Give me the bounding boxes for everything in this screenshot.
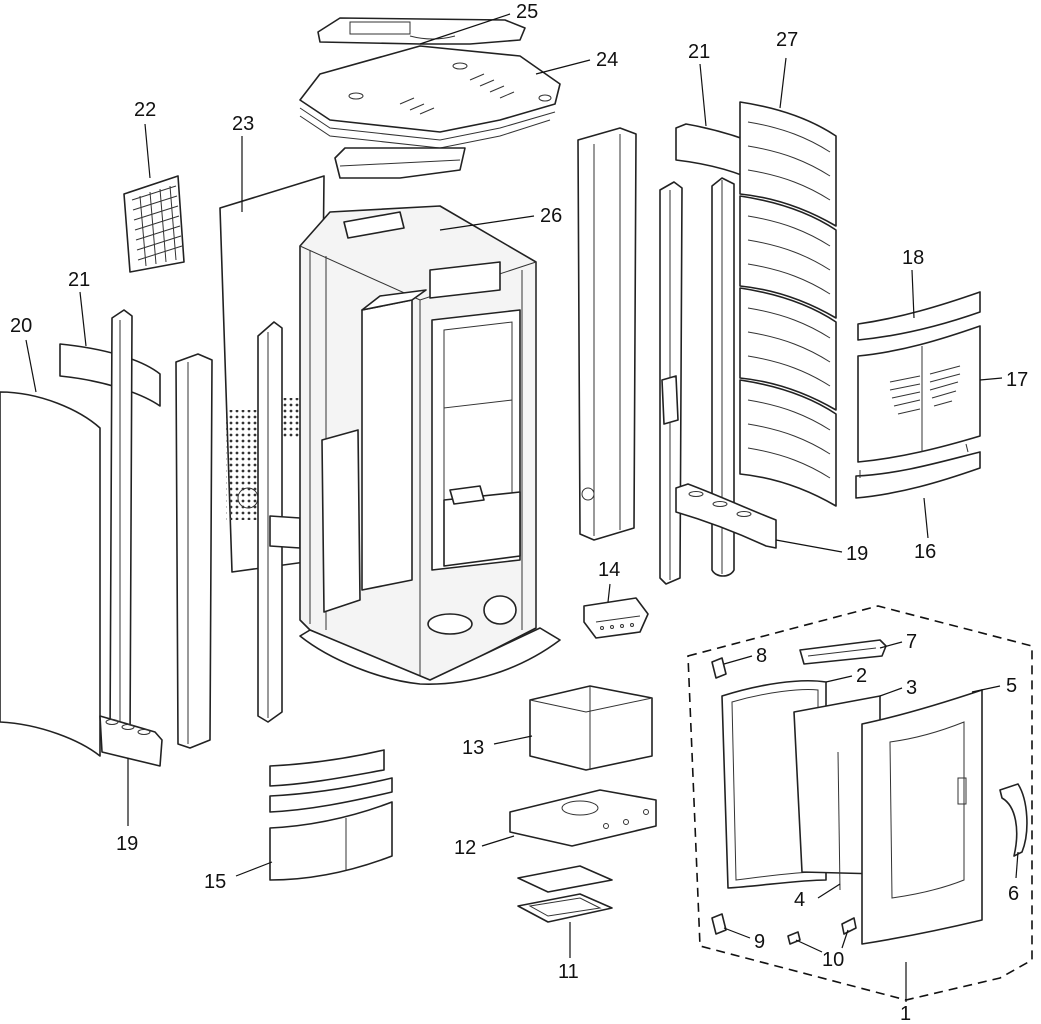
part-11-gasket-plates xyxy=(517,865,613,923)
callout-9: 9 xyxy=(754,931,765,953)
part-25-top-lid xyxy=(317,17,526,45)
left-inner-rail xyxy=(257,321,301,723)
callout-16: 16 xyxy=(914,541,936,563)
part-14-ash-drawer xyxy=(583,597,649,639)
callout-11: 11 xyxy=(558,961,579,983)
part-4-glass-strip xyxy=(837,751,841,891)
part-27-louvre-panels xyxy=(739,101,837,507)
part-22-grille-panel xyxy=(123,175,185,273)
callout-6: 6 xyxy=(1008,883,1019,905)
callout-21-left: 21 xyxy=(68,269,90,291)
callout-15: 15 xyxy=(204,871,226,893)
part-9-lower-hinge xyxy=(711,913,727,935)
part-16-lower-trim xyxy=(855,443,981,499)
part-10-door-clips xyxy=(787,917,857,945)
part-12-tray xyxy=(509,789,657,847)
callout-13: 13 xyxy=(462,737,484,759)
callout-27: 27 xyxy=(776,29,798,51)
part-1-door-assembly-boundary xyxy=(687,605,1033,1001)
left-front-column xyxy=(175,353,213,749)
callout-26: 26 xyxy=(540,205,562,227)
callout-24: 24 xyxy=(596,49,618,71)
part-6-door-handle xyxy=(999,783,1028,857)
part-20-left-side-panel xyxy=(0,391,101,757)
main-stove-body xyxy=(299,205,561,685)
right-center-column xyxy=(577,127,637,541)
callout-2: 2 xyxy=(856,665,867,687)
callout-23: 23 xyxy=(232,113,254,135)
callout-1: 1 xyxy=(900,1003,911,1024)
callout-22: 22 xyxy=(134,99,156,121)
part-17-front-grille-cover xyxy=(857,325,981,463)
part-19-right-base-bracket xyxy=(675,483,777,549)
part-18-upper-trim xyxy=(857,291,981,341)
part-15-lower-front-trims xyxy=(269,749,393,881)
callout-7: 7 xyxy=(906,631,917,653)
left-tall-channel xyxy=(109,309,133,749)
callout-20: 20 xyxy=(10,315,32,337)
callout-5: 5 xyxy=(1006,675,1017,697)
callout-4: 4 xyxy=(794,889,805,911)
callout-labels: 25 24 26 22 23 21 20 19 21 27 18 17 16 1… xyxy=(10,1,1028,1024)
part-5-door-frame xyxy=(861,689,983,945)
right-inner-rail xyxy=(659,181,683,585)
part-21-left-header-panel xyxy=(59,343,161,407)
part-19-left-base-bracket xyxy=(99,715,163,767)
part-24-top-covers xyxy=(299,45,561,149)
callout-3: 3 xyxy=(906,677,917,699)
part-13-box-housing xyxy=(529,685,653,771)
callout-17: 17 xyxy=(1006,369,1028,391)
callout-19-right: 19 xyxy=(846,543,868,565)
leader-lines xyxy=(25,13,1019,1002)
part-8-upper-hinge xyxy=(711,657,727,679)
callout-12: 12 xyxy=(454,837,476,859)
callout-14: 14 xyxy=(598,559,620,581)
callout-10: 10 xyxy=(822,949,844,971)
part-7-door-top-bracket xyxy=(799,639,887,665)
callout-19-left: 19 xyxy=(116,833,138,855)
callout-21-right: 21 xyxy=(688,41,710,63)
callout-8: 8 xyxy=(756,645,767,667)
callout-25: 25 xyxy=(516,1,538,23)
upper-frame-piece xyxy=(334,147,466,179)
callout-18: 18 xyxy=(902,247,924,269)
